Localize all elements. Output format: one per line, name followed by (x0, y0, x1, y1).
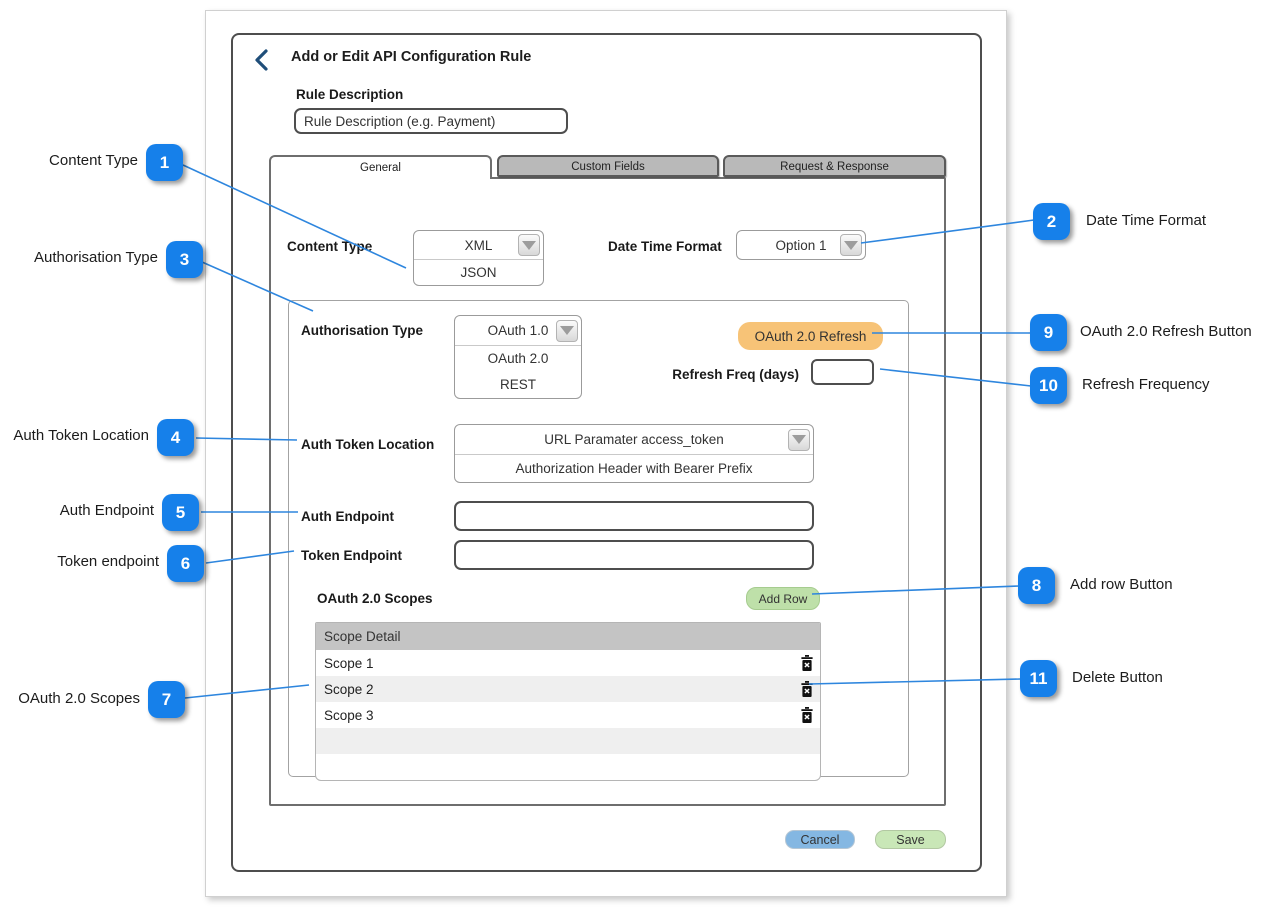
tab-custom-fields-label: Custom Fields (571, 161, 645, 173)
delete-icon[interactable] (800, 707, 814, 723)
authorisation-type-dropdown-button[interactable] (556, 319, 578, 342)
callout-badge-7: 7 (148, 681, 185, 718)
content-type-dropdown[interactable]: XML JSON (413, 230, 544, 286)
general-tab-panel: Content Type XML JSON Date Time Format (269, 177, 946, 806)
scopes-column-header: Scope Detail (324, 629, 401, 644)
content-type-option-json[interactable]: JSON (414, 259, 543, 285)
scope-row[interactable]: Scope 2 (316, 676, 820, 702)
delete-icon[interactable] (800, 655, 814, 671)
add-row-button-label: Add Row (758, 591, 808, 606)
dropdown-arrow-icon (844, 240, 858, 250)
callout-badge-4: 4 (157, 419, 194, 456)
oauth-scopes-label: OAuth 2.0 Scopes (317, 591, 433, 606)
auth-token-location-label: Auth Token Location (301, 437, 435, 452)
callout-label-oauth-refresh-button: OAuth 2.0 Refresh Button (1080, 323, 1252, 340)
callout-label-auth-token-location: Auth Token Location (13, 427, 149, 444)
date-time-format-dropdown[interactable]: Option 1 (736, 230, 866, 260)
content-type-label: Content Type (287, 239, 373, 254)
auth-endpoint-label: Auth Endpoint (301, 509, 394, 524)
rule-description-label: Rule Description (296, 87, 404, 102)
callout-badge-10: 10 (1030, 367, 1067, 404)
callout-badge-3: 3 (166, 241, 203, 278)
callout-badge-1: 1 (146, 144, 183, 181)
callout-label-auth-endpoint: Auth Endpoint (59, 502, 154, 519)
save-button[interactable]: Save (875, 830, 946, 849)
refresh-freq-input[interactable] (811, 359, 874, 385)
add-row-button[interactable]: Add Row (746, 587, 820, 610)
cancel-button-label: Cancel (800, 832, 840, 847)
authorisation-type-label: Authorisation Type (301, 323, 424, 338)
save-button-label: Save (896, 832, 925, 847)
back-chevron-icon (253, 49, 269, 76)
dropdown-arrow-icon (560, 326, 574, 335)
content-type-option-label: JSON (460, 265, 497, 280)
date-time-format-label: Date Time Format (608, 239, 722, 254)
content-type-value: XML (464, 237, 493, 253)
auth-token-location-option-label: Authorization Header with Bearer Prefix (515, 461, 753, 476)
dialog-title: Add or Edit API Configuration Rule (291, 49, 532, 65)
callout-badge-8: 8 (1018, 567, 1055, 604)
callout-label-authorisation-type: Authorisation Type (34, 249, 158, 266)
oauth-refresh-button[interactable]: OAuth 2.0 Refresh (738, 322, 883, 350)
scope-row-empty (316, 754, 820, 780)
refresh-freq-label: Refresh Freq (days) (672, 367, 799, 382)
authorisation-type-dropdown[interactable]: OAuth 1.0 OAuth 2.0 REST (454, 315, 582, 399)
scope-cell: Scope 2 (324, 681, 374, 697)
callout-badge-9: 9 (1030, 314, 1067, 351)
tab-request-response[interactable]: Request & Response (723, 155, 946, 177)
authorisation-type-option-oauth2[interactable]: OAuth 2.0 (455, 345, 581, 371)
authorisation-type-option-rest[interactable]: REST (455, 371, 581, 398)
scopes-table-header: Scope Detail (316, 623, 820, 650)
tab-custom-fields[interactable]: Custom Fields (497, 155, 719, 177)
callout-label-delete-button: Delete Button (1072, 669, 1163, 686)
callout-label-add-row-button: Add row Button (1070, 576, 1173, 593)
callout-label-content-type: Content Type (49, 152, 138, 169)
date-time-format-value: Option 1 (775, 237, 827, 253)
back-button[interactable] (253, 48, 273, 72)
token-endpoint-label: Token Endpoint (301, 548, 402, 563)
auth-token-location-option-bearer[interactable]: Authorization Header with Bearer Prefix (455, 454, 813, 482)
delete-icon[interactable] (800, 681, 814, 697)
dialog-frame: Add or Edit API Configuration Rule Rule … (231, 33, 982, 872)
callout-label-oauth-scopes: OAuth 2.0 Scopes (18, 690, 140, 707)
callout-badge-2: 2 (1033, 203, 1070, 240)
auth-endpoint-input[interactable] (454, 501, 814, 531)
scope-row[interactable]: Scope 1 (316, 650, 820, 676)
callout-badge-5: 5 (162, 494, 199, 531)
scope-cell: Scope 1 (324, 655, 374, 671)
content-type-dropdown-button[interactable] (518, 234, 540, 256)
scopes-table: Scope Detail Scope 1 Scope 2 (315, 622, 821, 781)
token-endpoint-input[interactable] (454, 540, 814, 570)
callout-label-refresh-frequency: Refresh Frequency (1082, 376, 1210, 393)
scope-row[interactable]: Scope 3 (316, 702, 820, 728)
oauth-refresh-button-label: OAuth 2.0 Refresh (754, 328, 867, 344)
dialog-mockup-card: Add or Edit API Configuration Rule Rule … (205, 10, 1007, 897)
dropdown-arrow-icon (792, 435, 806, 444)
tab-general-label: General (360, 162, 401, 174)
callout-badge-11: 11 (1020, 660, 1057, 697)
dropdown-arrow-icon (522, 240, 536, 250)
auth-token-location-dropdown-button[interactable] (788, 428, 810, 451)
scope-cell: Scope 3 (324, 707, 374, 723)
authorisation-type-option-label: REST (499, 377, 536, 392)
callout-label-token-endpoint: Token endpoint (57, 553, 159, 570)
callout-badge-6: 6 (167, 545, 204, 582)
auth-token-location-value: URL Paramater access_token (544, 432, 724, 447)
callout-label-date-time-format: Date Time Format (1086, 212, 1207, 229)
authorisation-type-value: OAuth 1.0 (487, 323, 549, 338)
auth-token-location-dropdown[interactable]: URL Paramater access_token Authorization… (454, 424, 814, 483)
authorisation-section: Authorisation Type OAuth 1.0 OAuth 2.0 (288, 300, 909, 781)
date-time-format-dropdown-button[interactable] (840, 234, 862, 256)
tab-general[interactable]: General (269, 155, 492, 179)
tab-request-response-label: Request & Response (780, 161, 889, 173)
cancel-button[interactable]: Cancel (785, 830, 855, 849)
scope-row-empty (316, 728, 820, 754)
rule-description-input[interactable] (294, 108, 568, 134)
authorisation-type-option-label: OAuth 2.0 (487, 351, 549, 366)
